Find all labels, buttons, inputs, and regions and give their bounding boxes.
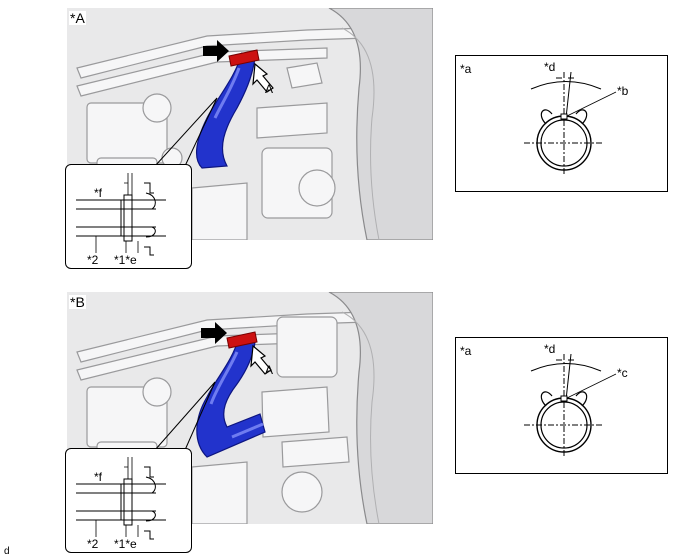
arrow-label-a: A <box>265 82 274 96</box>
arrow-label-b: A <box>265 363 274 377</box>
clamp-bottom-label-c: *c <box>617 366 628 380</box>
hose-detail-inset-b: *f *2 *1*e <box>65 448 192 553</box>
black-arrow <box>203 40 229 62</box>
clamp-orientation-box-bottom: *a *d *c <box>455 337 668 474</box>
label-2-a: *2 <box>87 253 99 267</box>
label-2-b: *2 <box>87 537 99 551</box>
clamp-bottom-label-d: *d <box>544 342 556 356</box>
coolant-hose <box>196 336 266 458</box>
clamp-bottom-label-a: *a <box>460 344 472 358</box>
clamp-orientation-box-top: *a *d *b <box>455 55 668 192</box>
label-f-b: *f <box>94 470 103 484</box>
hose-clamp <box>226 331 258 349</box>
white-arrow <box>252 62 274 93</box>
white-arrow <box>250 344 272 375</box>
hose-detail-inset-a: *f *2 *1*e <box>65 164 192 269</box>
footer-code: d <box>4 546 10 557</box>
label-1e-b: *1*e <box>114 537 137 551</box>
clamp-top-label-a: *a <box>460 62 472 76</box>
label-f-a: *f <box>94 186 103 200</box>
coolant-hose <box>195 52 256 169</box>
clamp-top-label-d: *d <box>544 60 556 74</box>
black-arrow <box>201 322 227 344</box>
clamp-top-label-b: *b <box>617 84 629 98</box>
view-label-b: *B <box>69 294 86 310</box>
label-1e-a: *1*e <box>114 253 137 267</box>
hose-clamp <box>228 49 260 67</box>
view-label-a: *A <box>69 10 86 26</box>
